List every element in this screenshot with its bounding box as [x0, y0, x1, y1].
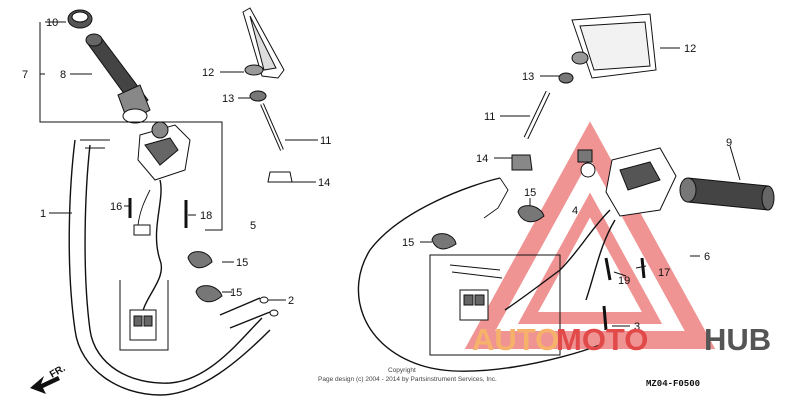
callout-3: 3 [634, 321, 640, 333]
callout-13a: 13 [222, 93, 234, 105]
callout-7: 7 [22, 69, 28, 81]
callout-2: 2 [288, 295, 294, 307]
switch-housing-part [137, 121, 191, 181]
right-cable-clamp-part [431, 205, 545, 250]
callout-19: 19 [618, 275, 630, 287]
callout-17: 17 [658, 267, 670, 279]
callout-16: 16 [110, 201, 122, 213]
copyright-line-2: Page design (c) 2004 - 2014 by Partsinst… [318, 376, 497, 383]
callout-14a: 14 [318, 177, 330, 189]
diagram-code: MZ04-F0500 [646, 379, 700, 389]
callout-15d: 15 [402, 237, 414, 249]
right-mirror-part [511, 13, 657, 171]
watermark-word-auto: AUTO [472, 322, 559, 357]
callout-8: 8 [60, 69, 66, 81]
callout-5: 5 [250, 220, 256, 232]
watermark-wordmark: AUTO MOTO HUB [472, 322, 771, 357]
watermark-word-hub: HUB [704, 322, 771, 357]
callout-15b: 15 [230, 287, 242, 299]
callout-14b: 14 [476, 153, 488, 165]
front-direction-label: FR. [48, 363, 68, 381]
callout-13b: 13 [522, 71, 534, 83]
callout-12a: 12 [202, 67, 214, 79]
callout-15a: 15 [236, 257, 248, 269]
callout-1: 1 [40, 208, 46, 220]
watermark-word-moto: MOTO [556, 322, 648, 357]
right-switch-housing-part [577, 147, 677, 217]
throttle-grip-part [85, 33, 151, 124]
leader-lines [49, 47, 741, 327]
callout-6: 6 [704, 251, 710, 263]
callout-9: 9 [726, 137, 732, 149]
right-grip-part [679, 177, 775, 211]
left-mirror-part [242, 7, 293, 183]
callout-15c: 15 [524, 187, 536, 199]
callout-11a: 11 [320, 135, 331, 147]
callout-10: 10 [46, 17, 58, 29]
callout-12b: 12 [684, 43, 696, 55]
front-direction-arrow [30, 376, 60, 394]
callout-11b: 11 [484, 111, 495, 123]
callout-18: 18 [200, 210, 212, 222]
throttle-cap-part [67, 9, 93, 29]
copyright-line-1: Copyright [388, 367, 416, 374]
callout-4: 4 [572, 205, 578, 217]
cable-clamp-part [187, 251, 223, 303]
callout-labels: 10 7 8 1 16 18 5 15 15 2 12 13 11 14 12 … [22, 17, 732, 333]
watermark-logo [464, 121, 716, 349]
